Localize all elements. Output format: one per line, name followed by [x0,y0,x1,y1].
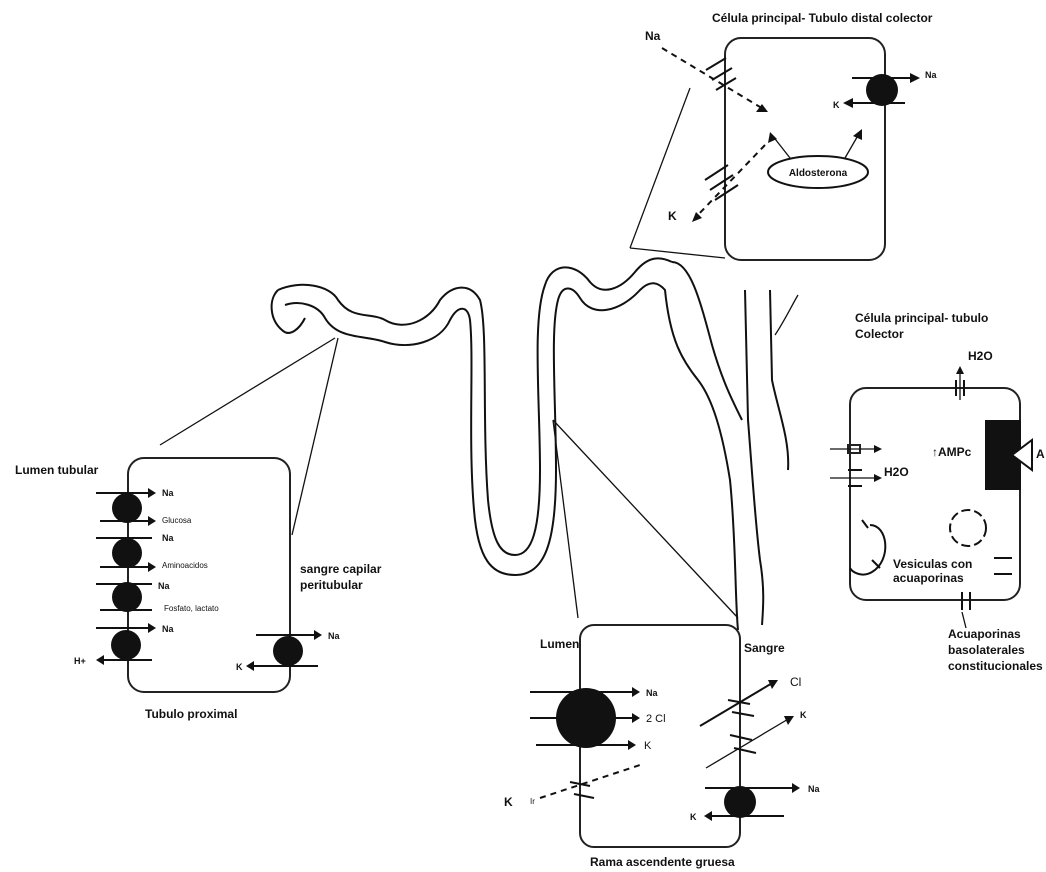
distal-k-arrow [695,145,765,218]
proximal-na-k-pump [273,636,303,666]
aldosterone-label: Aldosterona [789,168,848,179]
collector-title-2: Colector [855,327,904,341]
loop-k-lumen-arrow [540,765,640,798]
proximal-na-1: Na [162,488,174,498]
loop-na: Na [646,688,658,698]
proximal-na-2: Na [162,533,174,543]
loop-na-pump-label: Na [808,784,820,794]
loop-k: K [644,740,652,752]
proximal-h-plus: H+ [74,656,86,666]
proximal-na-pump-label: Na [328,631,340,641]
loop-k-pump-label: K [690,812,697,822]
distal-title: Célula principal- Tubulo distal colector [712,11,933,25]
collector-title-1: Célula principal- tubulo [855,311,988,325]
collector-vesicles-2: acuaporinas [893,571,964,585]
loop-na-k-pump [724,786,756,818]
collector-baso-1: Acuaporinas [948,627,1021,641]
proximal-glucose: Glucosa [162,516,192,525]
distal-na-label: Na [645,29,661,43]
loop-cell-panel: Lumen Sangre Na 2 Cl K Cl K K Ir Na K Ra… [504,625,820,869]
collector-ampc: ↑AMPc [932,445,972,459]
proximal-lumen-label: Lumen tubular [15,463,99,477]
collector-h2o-top: H2O [968,349,993,363]
proximal-antiporter [111,630,141,660]
proximal-cell-panel: Lumen tubular Na Glucosa Na Aminoacidos … [15,458,382,721]
loop-2cl: 2 Cl [646,713,666,725]
proximal-blood-1: sangre capilar [300,562,382,576]
loop-caption: Rama ascendente gruesa [590,855,735,869]
loop-k-out: K [800,710,807,720]
distal-cell-panel: Célula principal- Tubulo distal colector… [645,11,937,260]
collector-vesicles-1: Vesiculas con [893,557,972,571]
collector-h2o-left: H2O [884,465,909,479]
connector-lines [160,88,738,618]
proximal-caption: Tubulo proximal [145,707,237,721]
proximal-amino: Aminoacidos [162,561,208,570]
proximal-na-3: Na [158,581,170,591]
proximal-cotransporter-2 [112,538,142,568]
loop-cl-out: Cl [790,675,801,689]
distal-k-pump-label: K [833,100,840,110]
loop-blood-label: Sangre [744,641,785,655]
distal-na-pump-label: Na [925,70,937,80]
svg-text:Ir: Ir [530,797,535,806]
proximal-k-pump-label: K [236,662,243,672]
distal-k-channel-label: K [668,209,677,223]
loop-k-lumen: K [504,795,513,809]
collector-baso-2: basolaterales [948,643,1025,657]
distal-cell-box [725,38,885,260]
proximal-na-4: Na [162,624,174,634]
aquaporin-vesicles [950,510,986,546]
collector-baso-3: constitucionales [948,659,1043,673]
collector-adh: A [1036,447,1045,461]
proximal-cotransporter-1 [112,493,142,523]
proximal-cotransporter-3 [112,582,142,612]
loop-lumen-label: Lumen [540,637,579,651]
collector-cell-panel: Célula principal- tubulo Colector H2O H2… [830,311,1045,673]
distal-na-k-pump [866,74,898,106]
proximal-phosphate: Fosfato, lactato [164,604,219,613]
proximal-blood-2: peritubular [300,578,363,592]
